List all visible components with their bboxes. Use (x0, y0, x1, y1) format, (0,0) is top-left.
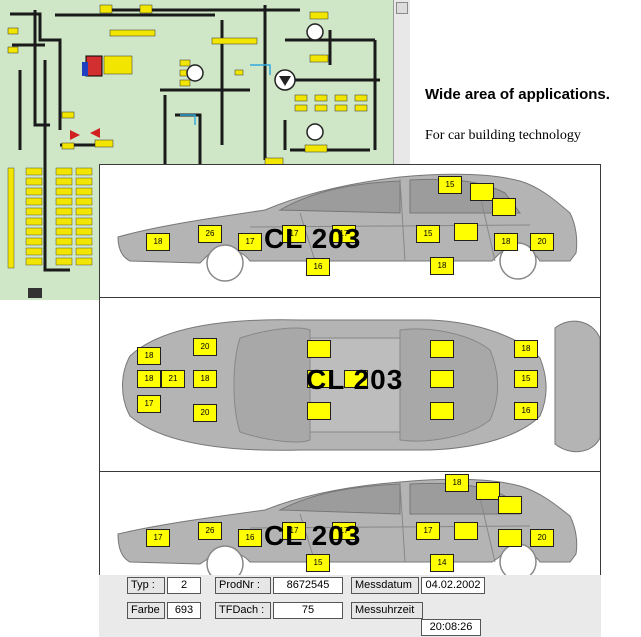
prodnr-label: ProdNr : (215, 577, 271, 594)
marker[interactable]: 15 (438, 176, 462, 194)
marker[interactable]: 17 (137, 395, 161, 413)
marker[interactable]: 20 (530, 233, 554, 251)
process-screen (0, 0, 410, 300)
info-strip: Typ : 2 ProdNr : 8672545 Messdatum 04.02… (99, 575, 601, 637)
process-diagram (7, 4, 380, 298)
scroll-up-arrow-icon[interactable] (396, 2, 408, 14)
headline: Wide area of applications. (425, 86, 610, 103)
messuhrzeit-field[interactable]: 20:08:26 (421, 619, 481, 636)
marker[interactable]: 17 (282, 225, 306, 243)
marker[interactable]: 18 (137, 370, 161, 388)
subline: For car building technology (425, 128, 581, 143)
marker[interactable]: 20 (193, 404, 217, 422)
marker[interactable] (430, 402, 454, 420)
plan-view-panel: 18 20 18 21 18 17 20 18 15 16 CL 203 (99, 297, 601, 472)
marker[interactable]: 15 (306, 554, 330, 572)
marker[interactable]: 17 (238, 233, 262, 251)
measurement-window: 18 26 17 17 17 16 15 15 18 18 20 CL 203 … (99, 164, 601, 637)
marker[interactable]: 17 (416, 522, 440, 540)
marker[interactable]: 16 (514, 402, 538, 420)
marker[interactable]: 18 (445, 474, 469, 492)
marker[interactable] (498, 529, 522, 547)
marker[interactable]: 15 (514, 370, 538, 388)
model-label: CL 203 (264, 520, 362, 551)
marker[interactable]: 20 (530, 529, 554, 547)
marker[interactable]: 26 (198, 225, 222, 243)
marker[interactable] (430, 340, 454, 358)
marker[interactable]: 14 (430, 554, 454, 572)
marker[interactable]: 18 (193, 370, 217, 388)
marker[interactable] (454, 522, 478, 540)
side-view-top-panel: 18 26 17 17 17 16 15 15 18 18 20 CL 203 (99, 164, 601, 298)
marker[interactable] (307, 370, 331, 388)
marker[interactable]: 17 (146, 529, 170, 547)
tfdach-label: TFDach : (215, 602, 271, 619)
marker[interactable]: 18 (514, 340, 538, 358)
marker[interactable]: 18 (137, 347, 161, 365)
marker[interactable] (492, 198, 516, 216)
marker[interactable]: 18 (146, 233, 170, 251)
marker[interactable]: 16 (238, 529, 262, 547)
farbe-label: Farbe (127, 602, 165, 619)
typ-field[interactable]: 2 (167, 577, 201, 594)
marker[interactable]: 17 (332, 225, 356, 243)
marker[interactable] (307, 340, 331, 358)
messuhrzeit-label: Messuhrzeit (351, 602, 423, 619)
typ-label: Typ : (127, 577, 165, 594)
marker[interactable]: 17 (332, 522, 356, 540)
marker[interactable] (344, 370, 368, 388)
messdatum-label: Messdatum (351, 577, 419, 594)
model-label: CL 203 (306, 364, 404, 395)
marker[interactable]: 17 (282, 522, 306, 540)
marker[interactable] (430, 370, 454, 388)
tfdach-field[interactable]: 75 (273, 602, 343, 619)
marker[interactable] (470, 183, 494, 201)
marker[interactable]: 21 (161, 370, 185, 388)
farbe-field[interactable]: 693 (167, 602, 201, 619)
prodnr-field[interactable]: 8672545 (273, 577, 343, 594)
marker[interactable]: 18 (430, 257, 454, 275)
model-label: CL 203 (264, 223, 362, 254)
marker[interactable]: 20 (193, 338, 217, 356)
marker[interactable] (476, 482, 500, 500)
messdatum-field[interactable]: 04.02.2002 (421, 577, 485, 594)
marker[interactable] (307, 402, 331, 420)
marker[interactable]: 26 (198, 522, 222, 540)
marker[interactable]: 18 (494, 233, 518, 251)
marker[interactable]: 15 (416, 225, 440, 243)
marker[interactable] (454, 223, 478, 241)
marker[interactable] (498, 496, 522, 514)
marker[interactable]: 16 (306, 258, 330, 276)
